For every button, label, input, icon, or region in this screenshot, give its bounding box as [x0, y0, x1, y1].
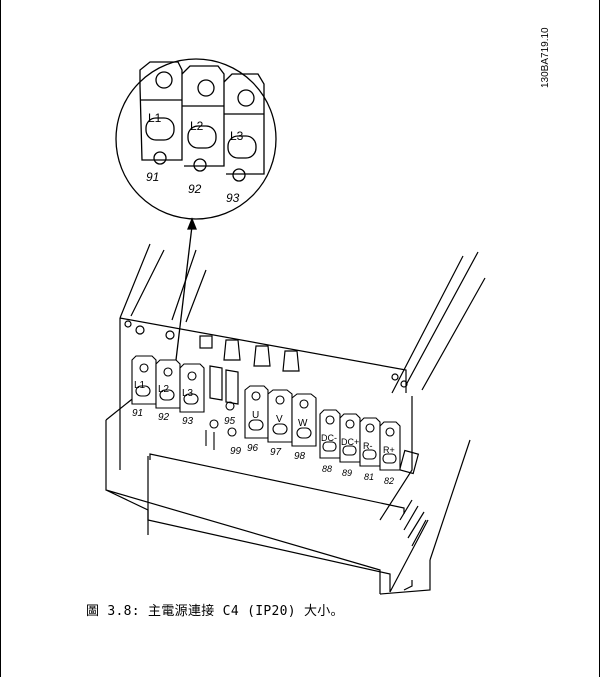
unit-label-93: 93: [182, 416, 194, 427]
dc-label-plus: DC+: [341, 437, 359, 447]
motor-labels: U V W 96 97 98: [247, 410, 308, 462]
figure-caption: 圖 3.8: 主電源連接 C4 (IP20) 大小。: [86, 604, 344, 619]
callout-terminal-3: [223, 73, 265, 182]
callout-label-l1: L1: [148, 111, 162, 125]
unit-label-91: 91: [132, 408, 143, 419]
unit-label-l2: L2: [158, 384, 170, 395]
brake-label-minus: R-: [363, 441, 373, 451]
motor-label-97: 97: [270, 447, 282, 458]
unit-label-92: 92: [158, 412, 170, 423]
brake-label-plus: R+: [383, 445, 395, 455]
motor-label-v: V: [276, 414, 283, 425]
callout-label-l2: L2: [190, 119, 204, 133]
zoom-callout: [115, 58, 277, 361]
callout-label-91: 91: [146, 170, 159, 184]
motor-label-w: W: [298, 418, 308, 429]
callout-labels: L1 L2 L3 91 92 93: [146, 111, 244, 205]
brake-label-81: 81: [364, 472, 374, 482]
callout-circle: [115, 58, 277, 220]
callout-label-93: 93: [226, 191, 240, 205]
ground-label-95: 95: [224, 416, 236, 427]
ground-terminals: [205, 401, 237, 450]
motor-label-96: 96: [247, 443, 259, 454]
callout-label-92: 92: [188, 182, 202, 196]
motor-label-98: 98: [294, 451, 306, 462]
ground-labels: 95 99: [224, 416, 242, 457]
unit-label-l1: L1: [134, 380, 146, 391]
dc-label-minus: DC-: [321, 433, 337, 443]
unit-mains-terminals: [131, 355, 205, 413]
unit-mains-labels: L1 L2 L3 91 92 93: [132, 380, 194, 427]
motor-terminals: [244, 385, 317, 447]
dc-labels: DC- DC+ R- R+ 88 89 81 82: [321, 433, 395, 486]
leader-arrow: [187, 217, 197, 230]
drive-housing: [105, 243, 486, 595]
dc-label-88: 88: [322, 464, 332, 474]
callout-label-l3: L3: [230, 129, 244, 143]
callout-terminal-2: [181, 65, 225, 172]
leader-line: [175, 225, 193, 361]
brake-label-82: 82: [384, 476, 394, 486]
callout-terminal-1: [139, 61, 183, 165]
drawing-id: 130BA719.10: [540, 27, 551, 88]
unit-label-l3: L3: [182, 388, 194, 399]
dc-terminals: [319, 409, 401, 471]
ground-label-99: 99: [230, 446, 242, 457]
dc-label-89: 89: [342, 468, 352, 478]
motor-label-u: U: [252, 410, 259, 421]
